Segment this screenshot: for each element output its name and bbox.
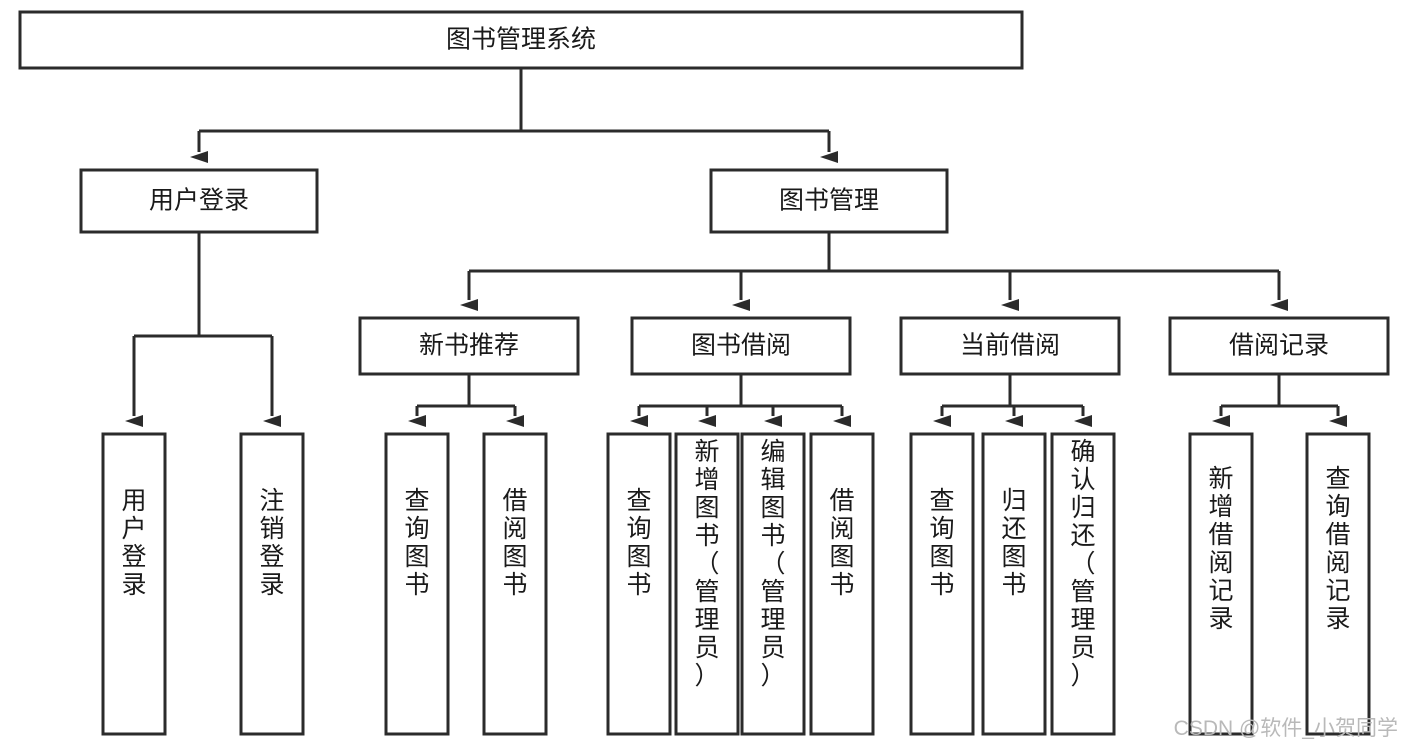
node-leaf-cur-confirm-return[interactable]: 确认归还（管理员） (1050, 432, 1116, 736)
node-leaf-rec-query-record-box[interactable] (1305, 432, 1371, 736)
node-book-borrow[interactable]: 图书借阅 (630, 316, 852, 376)
node-leaf-cur-return-book[interactable]: 归还图书 (981, 432, 1047, 736)
node-leaf-rec-query-book-box[interactable] (384, 432, 450, 736)
node-root-label: 图书管理系统 (446, 26, 596, 54)
node-user-login[interactable]: 用户登录 (79, 168, 319, 234)
node-leaf-rec-query-record[interactable]: 查询借阅记录 (1305, 432, 1371, 736)
node-leaf-rec-add-record-box[interactable] (1188, 432, 1254, 736)
node-new-book-recommend-label: 新书推荐 (419, 332, 519, 360)
node-leaf-user-logout-label: 注销登录 (259, 487, 284, 599)
node-leaf-borrow-add-book[interactable]: 新增图书（管理员） (674, 432, 740, 736)
node-book-manage-box[interactable] (709, 168, 949, 234)
node-leaf-cur-query-book-box[interactable] (909, 432, 975, 736)
node-leaf-rec-add-record[interactable]: 新增借阅记录 (1188, 432, 1254, 736)
node-leaf-borrow-lend-book[interactable]: 借阅图书 (809, 432, 875, 736)
node-book-manage[interactable]: 图书管理 (709, 168, 949, 234)
node-leaf-cur-confirm-return-label: 确认归还（管理员） (1070, 438, 1095, 690)
node-current-borrow[interactable]: 当前借阅 (899, 316, 1121, 376)
node-current-borrow-label: 当前借阅 (960, 332, 1060, 360)
node-leaf-user-logout-box[interactable] (239, 432, 305, 736)
node-root[interactable]: 图书管理系统 (18, 10, 1024, 70)
node-leaf-rec-query-book-label: 查询图书 (404, 487, 429, 599)
node-leaf-user-login-label: 用户登录 (121, 487, 146, 599)
node-book-borrow-label: 图书借阅 (691, 332, 791, 360)
node-leaf-borrow-query-book[interactable]: 查询图书 (606, 432, 672, 736)
node-leaf-rec-query-record-label: 查询借阅记录 (1325, 465, 1350, 633)
node-borrow-record-box[interactable] (1168, 316, 1390, 376)
node-leaf-user-logout[interactable]: 注销登录 (239, 432, 305, 736)
connector-layer (125, 68, 1347, 427)
node-user-login-box[interactable] (79, 168, 319, 234)
node-leaf-cur-return-book-box[interactable] (981, 432, 1047, 736)
node-user-login-label: 用户登录 (149, 187, 249, 215)
node-leaf-borrow-add-book-label: 新增图书（管理员） (694, 438, 719, 690)
node-leaf-cur-query-book-label: 查询图书 (929, 487, 954, 599)
node-borrow-record-label: 借阅记录 (1229, 332, 1329, 360)
node-leaf-cur-confirm-return-box[interactable] (1050, 432, 1116, 736)
node-leaf-borrow-lend-book-box[interactable] (809, 432, 875, 736)
node-leaf-borrow-edit-book-box[interactable] (740, 432, 806, 736)
node-leaf-borrow-edit-book-label: 编辑图书（管理员） (760, 438, 785, 690)
node-root-box[interactable] (18, 10, 1024, 70)
node-leaf-cur-return-book-label: 归还图书 (1001, 487, 1026, 599)
node-leaf-user-login-box[interactable] (101, 432, 167, 736)
node-new-book-recommend[interactable]: 新书推荐 (358, 316, 580, 376)
node-leaf-rec-borrow-book[interactable]: 借阅图书 (482, 432, 548, 736)
node-current-borrow-box[interactable] (899, 316, 1121, 376)
node-new-book-recommend-box[interactable] (358, 316, 580, 376)
node-leaf-borrow-query-book-box[interactable] (606, 432, 672, 736)
node-leaf-cur-query-book[interactable]: 查询图书 (909, 432, 975, 736)
node-leaf-borrow-edit-book[interactable]: 编辑图书（管理员） (740, 432, 806, 736)
node-borrow-record[interactable]: 借阅记录 (1168, 316, 1390, 376)
node-leaf-borrow-query-book-label: 查询图书 (626, 487, 651, 599)
node-leaf-rec-borrow-book-label: 借阅图书 (502, 487, 527, 599)
node-leaf-borrow-add-book-box[interactable] (674, 432, 740, 736)
node-leaf-rec-add-record-label: 新增借阅记录 (1208, 465, 1233, 633)
node-book-borrow-box[interactable] (630, 316, 852, 376)
node-leaf-rec-query-book[interactable]: 查询图书 (384, 432, 450, 736)
node-leaf-user-login[interactable]: 用户登录 (101, 432, 167, 736)
node-leaf-borrow-lend-book-label: 借阅图书 (829, 487, 854, 599)
node-book-manage-label: 图书管理 (779, 187, 879, 215)
csdn-watermark: CSDN @软件_小贺同学 (1174, 717, 1398, 740)
node-leaf-rec-borrow-book-box[interactable] (482, 432, 548, 736)
